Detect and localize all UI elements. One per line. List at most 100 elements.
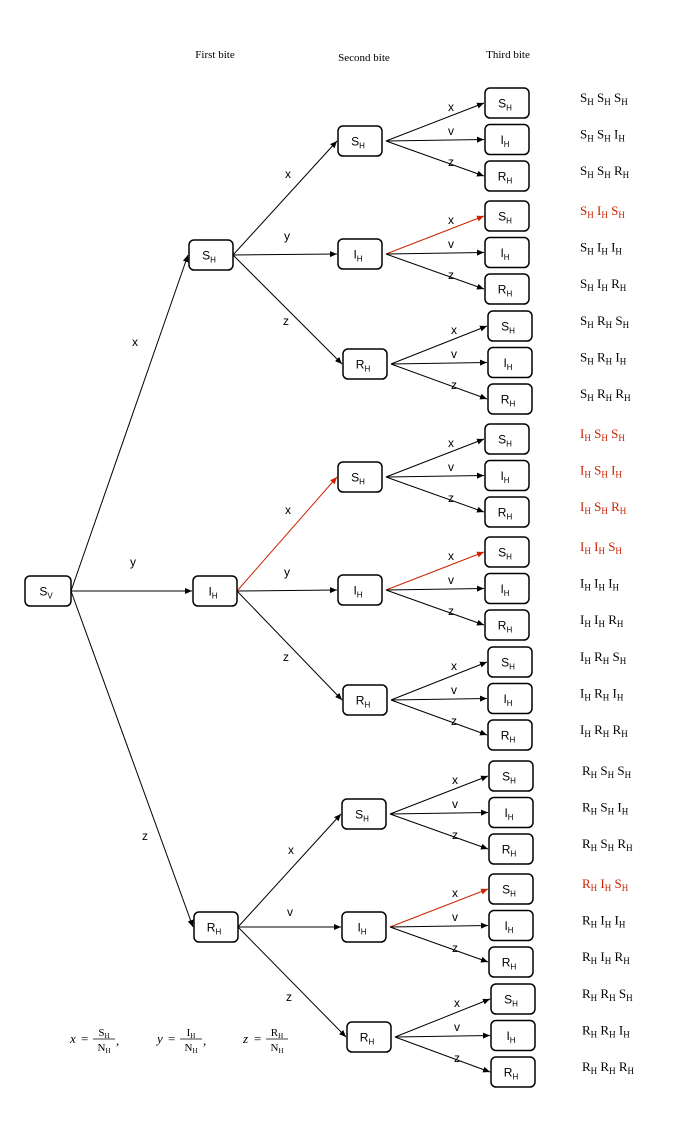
node-l2-1-2-box xyxy=(342,684,388,716)
node-l3-2-2-1-box xyxy=(490,1019,536,1052)
edge-l2-2-2-label: z xyxy=(286,990,292,1004)
edge-l2-1-1-label: y xyxy=(284,565,290,579)
edge-l3-1-2-1 xyxy=(390,695,488,702)
node-l3-1-2-2-label: RH xyxy=(501,729,516,745)
node-l3-1-2-1-label: IH xyxy=(503,692,512,708)
edge-l2-0-0 xyxy=(232,140,338,256)
edge-l2-2-0 xyxy=(237,813,342,928)
node-l3-0-0-2-label: RH xyxy=(498,170,513,186)
node-l2-0-0-box xyxy=(337,125,383,157)
node-l3-2-0-0: SH xyxy=(488,760,534,792)
edge-l3-0-1-2 xyxy=(385,253,485,290)
outcome-25: RH RH IH xyxy=(582,1023,630,1040)
edge-l3-0-1-1 xyxy=(385,249,485,256)
node-l2-0-2: RH xyxy=(342,348,388,380)
node-l2-1-2: RH xyxy=(342,684,388,716)
edge-l3-1-1-1-label: v xyxy=(448,573,454,587)
node-l3-2-0-2: RH xyxy=(488,833,534,865)
node-l3-0-2-1-box xyxy=(487,346,533,379)
edge-l3-1-1-2-label: z xyxy=(448,604,454,618)
edge-l2-0-0-label: x xyxy=(285,167,291,181)
outcome-26: RH RH RH xyxy=(582,1059,635,1076)
node-l2-0-2-label: RH xyxy=(356,358,371,374)
node-l2-0-2-box xyxy=(342,348,388,380)
node-l3-1-1-0-box xyxy=(484,536,530,568)
node-l2-2-2-label: RH xyxy=(360,1031,375,1047)
node-l3-1-2-0-label: SH xyxy=(501,656,515,672)
node-l3-0-0-1-label: IH xyxy=(500,133,509,149)
node-l3-0-2-1-label: IH xyxy=(503,356,512,372)
edge-l3-2-0-2 xyxy=(389,813,489,850)
node-l3-2-1-1-box xyxy=(488,909,534,942)
edge-l3-2-1-0-label: x xyxy=(452,886,458,900)
node-l3-2-1-0: SH xyxy=(488,873,534,905)
edge-l2-1-0-label: x xyxy=(285,503,291,517)
formula-y-var: y xyxy=(155,1031,163,1046)
formula-z-var: z xyxy=(242,1031,248,1046)
node-l3-0-1-0-label: SH xyxy=(498,210,512,226)
outcome-8: SH RH RH xyxy=(580,386,631,403)
node-l3-2-2-2-label: RH xyxy=(504,1066,519,1082)
node-l3-0-2-2-label: RH xyxy=(501,393,516,409)
header-second-bite: Second bite xyxy=(338,52,390,64)
node-l3-1-0-1-label: IH xyxy=(500,469,509,485)
outcome-11: IH SH RH xyxy=(580,499,627,516)
node-l2-1-2-label: RH xyxy=(356,694,371,710)
formula-x-var: x xyxy=(69,1031,76,1046)
edge-root-1-label: y xyxy=(130,555,136,569)
edge-l3-1-0-1-label: v xyxy=(448,460,454,474)
node-l1-2: RH xyxy=(193,911,239,943)
edge-l3-1-2-0 xyxy=(390,661,488,701)
edge-l3-0-1-0 xyxy=(385,215,485,255)
node-l3-2-0-0-box xyxy=(488,760,534,792)
formula-y-denominator: NH xyxy=(184,1042,197,1055)
outcome-19: RH SH IH xyxy=(582,800,629,817)
formula-y-equals: = xyxy=(168,1031,175,1046)
edge-l3-0-2-2-label: z xyxy=(451,378,457,392)
node-l3-2-2-2-box xyxy=(490,1056,536,1088)
outcome-0: SH SH SH xyxy=(580,90,628,107)
node-root: SV xyxy=(24,575,72,607)
node-l2-2-0: SH xyxy=(341,798,387,830)
edge-l3-1-0-1 xyxy=(385,472,485,479)
outcome-4: SH IH IH xyxy=(580,240,622,257)
node-l3-0-1-1-box xyxy=(484,236,530,269)
edge-l3-2-2-0-label: x xyxy=(454,996,460,1010)
node-l3-2-2-2: RH xyxy=(490,1056,536,1088)
tree-nodes: SVSHSHSHIHRHIHSHIHRHRHSHIHRHIHSHSHIHRHIH… xyxy=(24,87,536,1088)
edge-l2-0-1 xyxy=(232,251,338,258)
node-l2-2-2: RH xyxy=(346,1021,392,1053)
node-l2-1-0-box xyxy=(337,461,383,493)
edge-l2-0-2 xyxy=(232,254,343,365)
node-l2-1-1-label: IH xyxy=(353,584,362,600)
node-l3-2-2-0-label: SH xyxy=(504,993,518,1009)
node-l3-0-0-2: RH xyxy=(484,160,530,192)
node-l2-2-0-label: SH xyxy=(355,808,369,824)
edge-l3-0-0-0 xyxy=(385,102,485,142)
edge-l2-0-2-label: z xyxy=(283,314,289,328)
node-l3-2-2-1-label: IH xyxy=(506,1029,515,1045)
node-l1-2-label: RH xyxy=(207,921,222,937)
formula-z-equals: = xyxy=(254,1031,261,1046)
edge-l3-1-1-2 xyxy=(385,589,485,626)
edge-root-0-label: x xyxy=(132,335,138,349)
node-l1-1: IH xyxy=(192,575,238,607)
node-l3-0-0-1: IH xyxy=(484,123,530,156)
node-l2-2-2-box xyxy=(346,1021,392,1053)
node-l3-0-1-1: IH xyxy=(484,236,530,269)
edge-l3-0-2-1-label: v xyxy=(451,347,457,361)
node-l3-2-1-2: RH xyxy=(488,946,534,978)
outcome-13: IH IH IH xyxy=(580,576,620,593)
node-l3-0-2-2: RH xyxy=(487,383,533,415)
header-third-bite: Third bite xyxy=(486,49,530,61)
node-l1-0-box xyxy=(188,239,234,271)
node-l3-1-1-2-label: RH xyxy=(498,619,513,635)
node-l3-1-2-2-box xyxy=(487,719,533,751)
formula-z-numerator: RH xyxy=(271,1027,283,1040)
outcome-6: SH RH SH xyxy=(580,313,630,330)
outcome-2: SH SH RH xyxy=(580,163,630,180)
edge-l3-0-0-1 xyxy=(385,136,485,143)
edge-l3-2-1-2-label: z xyxy=(452,941,458,955)
node-l3-0-2-0-box xyxy=(487,310,533,342)
